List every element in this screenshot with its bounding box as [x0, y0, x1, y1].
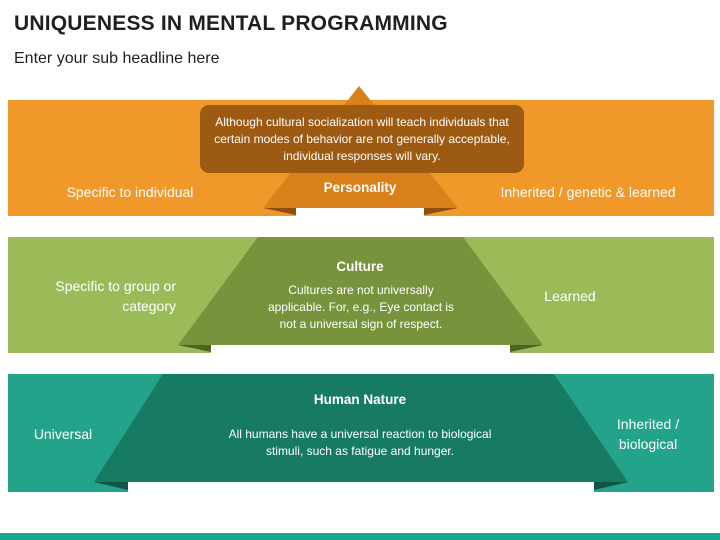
culture-left-label: Specific to group or category	[55, 278, 176, 314]
culture-right-label: Learned	[544, 288, 596, 304]
culture-fold-left	[178, 345, 211, 352]
personality-base-gap	[296, 208, 424, 216]
human-nature-base-gap	[128, 482, 594, 492]
human-nature-trapezoid	[94, 374, 628, 482]
personality-heading: Personality	[323, 180, 397, 195]
culture-body: Cultures are not universally applicable.…	[267, 283, 455, 331]
culture-heading: Culture	[336, 259, 384, 274]
page-title: UNIQUENESS IN MENTAL PROGRAMMING	[14, 12, 448, 35]
human-nature-body: All humans have a universal reaction to …	[228, 427, 492, 458]
personality-fold-right	[424, 208, 458, 215]
human-nature-heading: Human Nature	[313, 392, 407, 407]
page-subtitle: Enter your sub headline here	[14, 50, 220, 67]
human-nature-fold-right	[594, 482, 628, 490]
culture-base-gap	[211, 345, 510, 353]
human-nature-right-label: Inherited / biological	[616, 416, 680, 452]
human-nature-fold-left	[94, 482, 128, 490]
culture-fold-right	[510, 345, 543, 352]
culture-trapezoid	[178, 237, 543, 345]
personality-right-label: Inherited / genetic & learned	[500, 184, 676, 200]
human-nature-left-label: Universal	[33, 426, 93, 442]
personality-callout: Although cultural socialization will tea…	[200, 105, 524, 173]
footer-bar	[0, 533, 720, 540]
personality-fold-left	[263, 208, 296, 215]
personality-left-label: Specific to individual	[66, 184, 194, 200]
